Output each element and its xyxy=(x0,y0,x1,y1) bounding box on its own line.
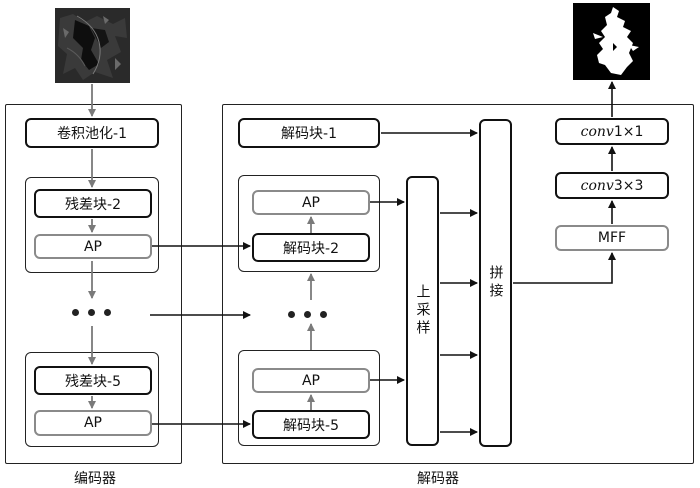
concat-label: 拼接 xyxy=(487,265,504,301)
conv3x3-suffix-label: 3×3 xyxy=(613,177,644,194)
decoder-block-5-label: 解码块-5 xyxy=(283,417,339,434)
conv-pool-label: 卷积池化-1 xyxy=(57,126,127,142)
residual-block-2-label: 残差块-2 xyxy=(65,196,121,213)
encoder-ellipsis-dot xyxy=(72,309,79,316)
residual-block-5: 残差块-5 xyxy=(34,366,152,395)
input-satellite-image xyxy=(55,8,130,83)
encoder-ap-2: AP xyxy=(34,234,152,259)
conv3x3-italic-label: conv xyxy=(580,177,614,194)
input-texture xyxy=(55,8,130,83)
decoder-frame xyxy=(222,104,694,464)
conv1x1-italic-label: conv xyxy=(580,123,614,140)
encoder-ap-5: AP xyxy=(34,410,152,436)
encoder-ellipsis-dot xyxy=(88,309,95,316)
concat-block: 拼接 xyxy=(479,119,512,447)
encoder-label: 编码器 xyxy=(74,471,116,487)
decoder-ellipsis-dot xyxy=(304,311,311,318)
mff-block: MFF xyxy=(555,225,669,251)
decoder-ap-2-label: AP xyxy=(301,194,321,211)
decoder-label: 解码器 xyxy=(417,471,459,487)
output-mask-image xyxy=(573,3,650,80)
decoder-block-2: 解码块-2 xyxy=(252,233,370,262)
decoder-ellipsis-dot xyxy=(288,311,295,318)
encoder-ap-2-label: AP xyxy=(83,238,103,255)
decoder-block-1: 解码块-1 xyxy=(238,118,380,148)
residual-block-5-label: 残差块-5 xyxy=(65,373,121,390)
encoder-ellipsis-dot xyxy=(104,309,111,316)
decoder-block-2-label: 解码块-2 xyxy=(283,240,339,257)
mff-label: MFF xyxy=(597,230,627,246)
encoder-frame xyxy=(5,104,182,464)
decoder-block-5: 解码块-5 xyxy=(252,410,370,439)
decoder-block-1-label: 解码块-1 xyxy=(281,126,337,142)
conv-pool-block: 卷积池化-1 xyxy=(25,118,159,148)
conv1x1-suffix-label: 1×1 xyxy=(613,123,644,140)
decoder-ap-5-label: AP xyxy=(301,372,321,389)
residual-block-2: 残差块-2 xyxy=(34,189,152,218)
upsample-block: 上采样 xyxy=(406,176,439,446)
decoder-ap-2: AP xyxy=(252,190,370,215)
decoder-ap-5: AP xyxy=(252,368,370,393)
decoder-ellipsis-dot xyxy=(320,311,327,318)
encoder-ap-5-label: AP xyxy=(83,415,103,431)
upsample-label: 上采样 xyxy=(414,284,431,338)
output-mask-shape xyxy=(573,3,650,80)
